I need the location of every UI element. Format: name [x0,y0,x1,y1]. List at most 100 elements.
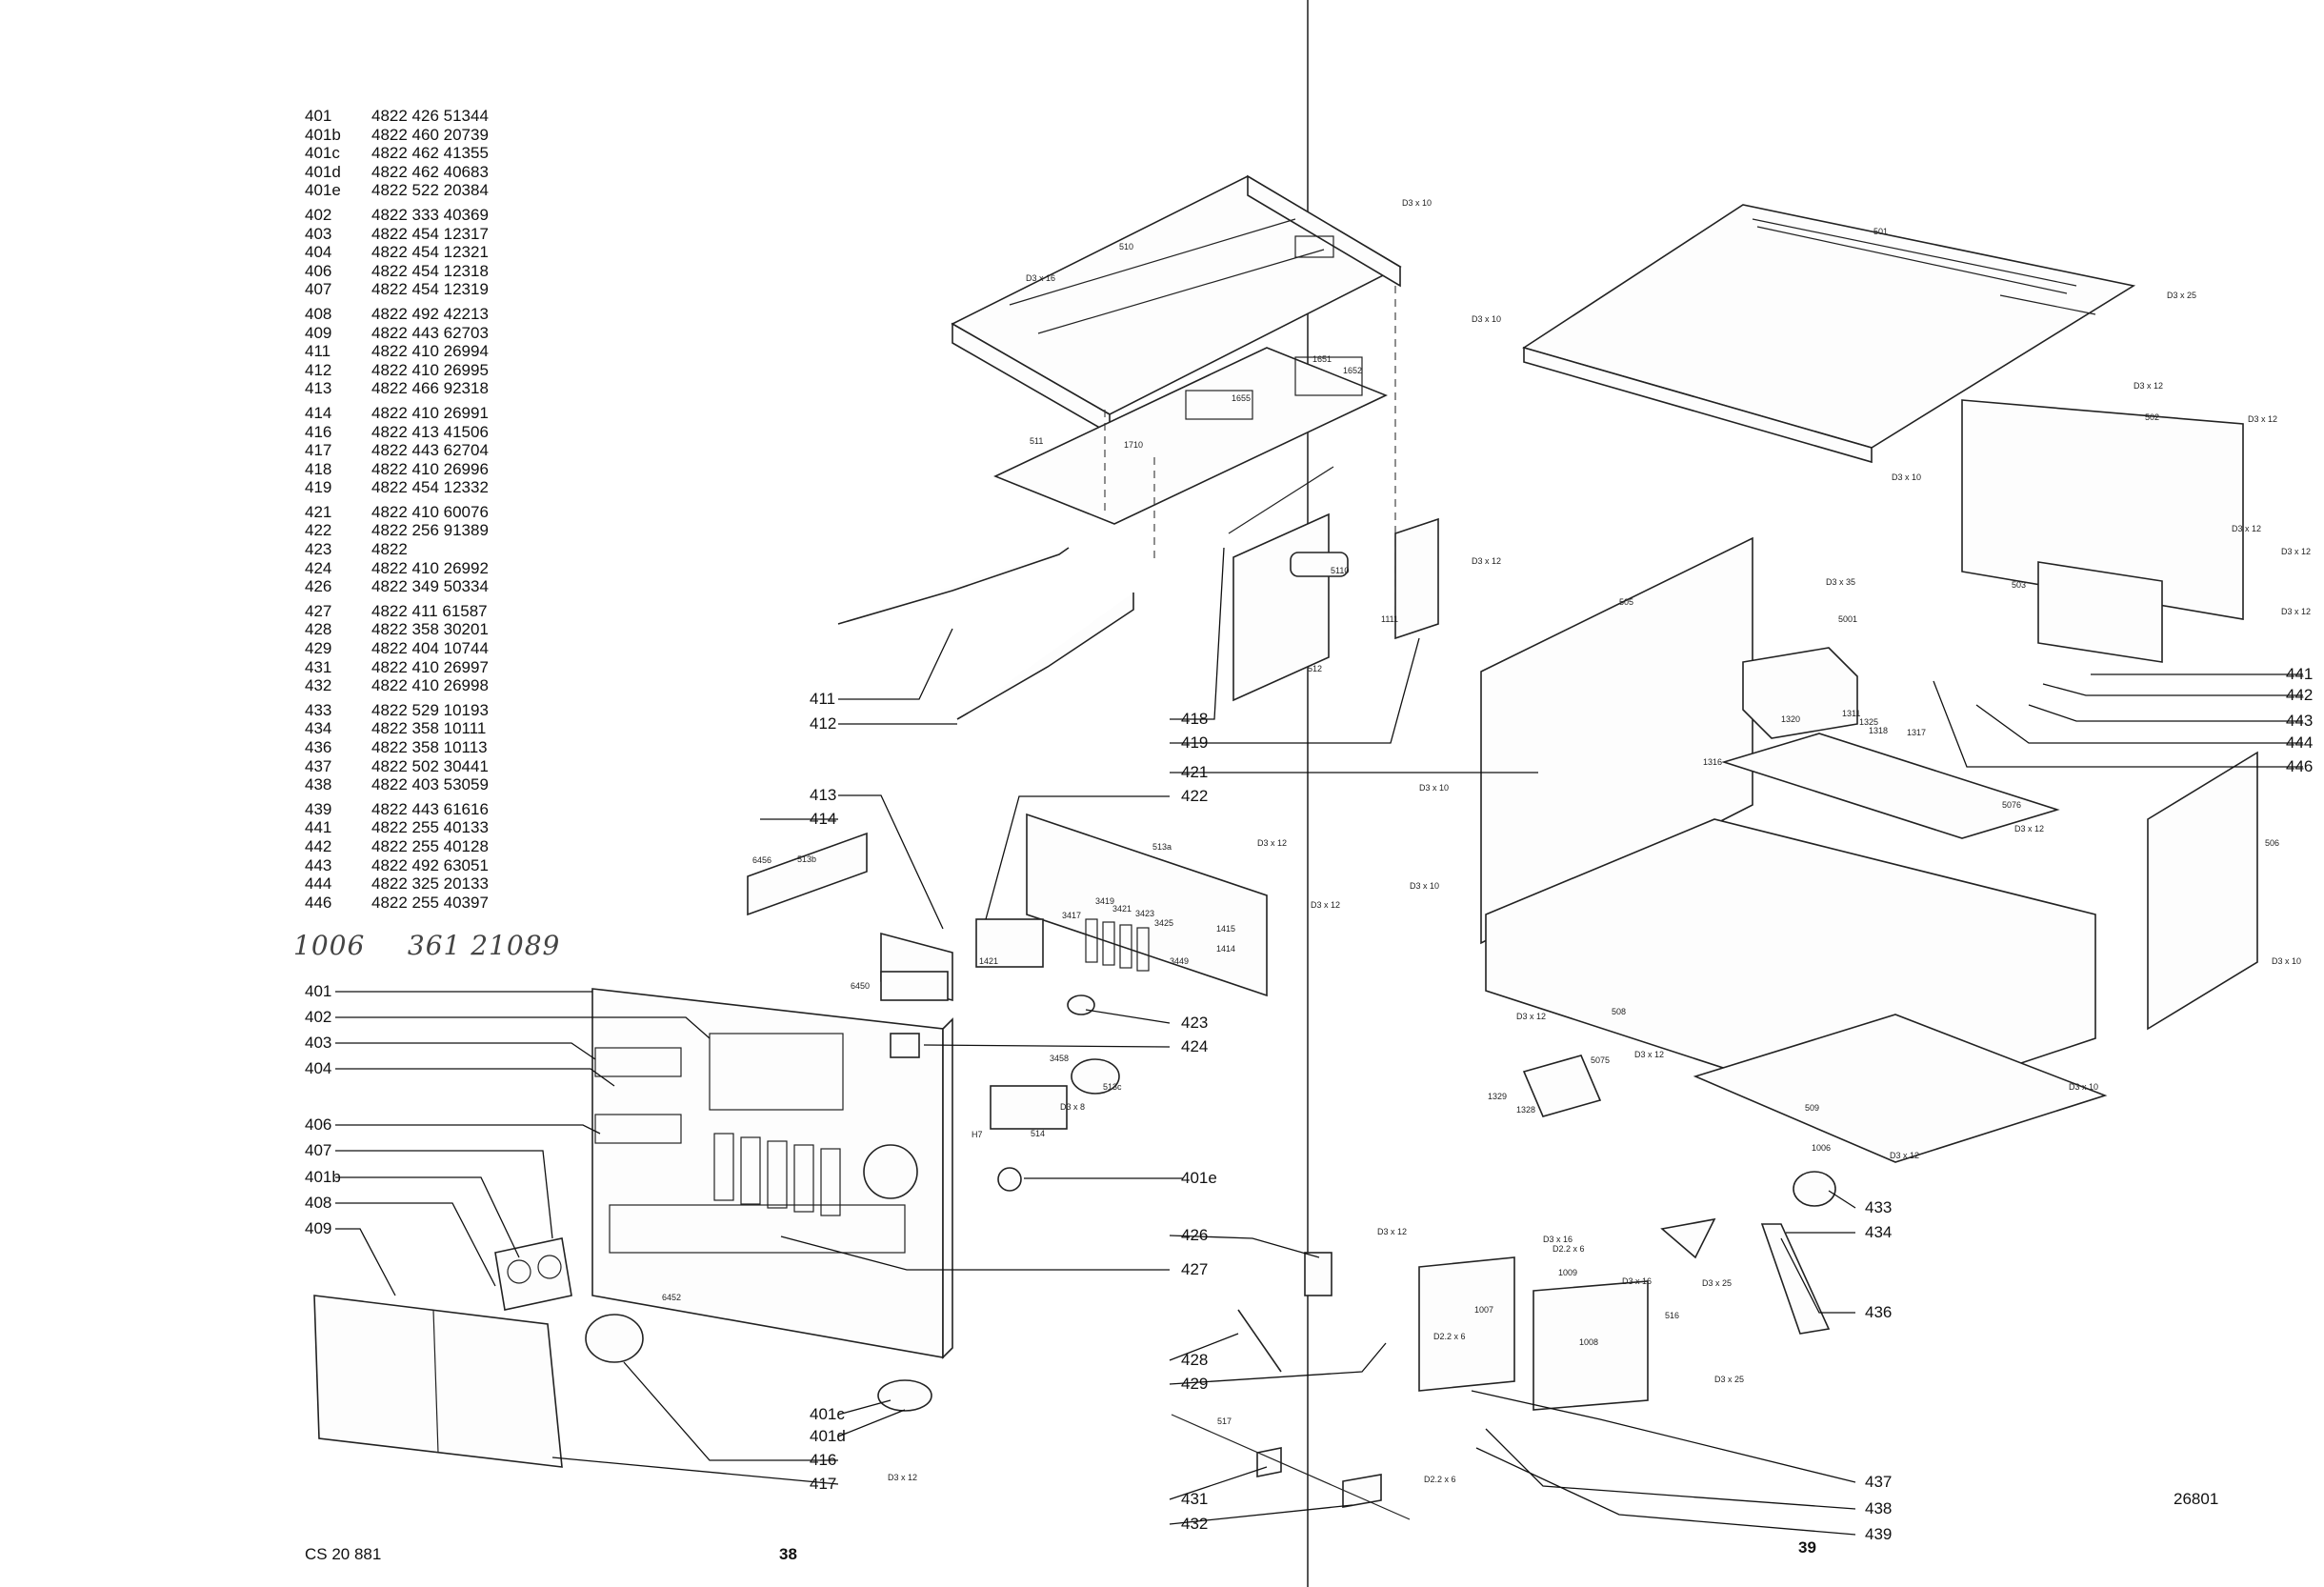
part-code: 4822 349 50334 [371,577,489,596]
screw-label: D2.2 x 6 [1433,1332,1466,1341]
part-code: 4822 255 40128 [371,836,489,855]
screw-label: D3 x 12 [2281,547,2312,556]
part-code: 4822 443 62704 [371,441,489,460]
part-number: 401d [305,162,341,181]
callout-401e: 401e [1181,1169,1217,1187]
rod-411 [837,547,1070,625]
parts-list-row: 426 4822 349 50334 [305,577,489,596]
callout-439: 439 [1865,1525,1893,1543]
part-label-511: 511 [1030,436,1044,446]
switch-426 [1304,1252,1332,1296]
screw-label: D3 x 10 [1402,198,1432,208]
screw-label: D3 x 16 [1026,273,1056,283]
side-panel-506 [2147,751,2258,1031]
part-code: 4822 [371,540,408,559]
pcb-514 [990,1085,1068,1130]
part-number: 427 [305,601,332,620]
part-label-513b: 513b [797,854,817,864]
part-code: 4822 358 10111 [371,719,487,738]
part-label-6452: 6452 [662,1293,682,1302]
speaker-grill-408 [494,1237,572,1311]
frame-510 [951,174,1402,435]
parts-list-row: 437 4822 502 30441 [305,757,489,776]
part-code: 4822 325 20133 [371,874,489,894]
screw-label: D3 x 12 [1311,900,1341,910]
part-code: 4822 454 12317 [371,224,489,243]
part-number: 407 [305,280,332,299]
part-label-512: 512 [1308,664,1323,673]
part-label-517: 517 [1217,1416,1232,1426]
part-number: 411 [305,342,331,361]
part-code: 4822 454 12318 [371,261,489,280]
part-number: 423 [305,540,332,559]
part-number: 437 [305,756,332,775]
part-label-h7: H7 [972,1130,983,1139]
lever-436 [1760,1223,1831,1335]
part-number: 431 [305,657,332,676]
callout-438: 438 [1865,1499,1893,1517]
part-label-501: 501 [1873,227,1889,236]
part-code: 4822 410 26998 [371,676,489,695]
callout-414: 414 [810,810,837,828]
part-number: 401c [305,144,340,163]
part-label-3458: 3458 [1050,1054,1070,1063]
handwritten-note: 1006 361 21089 [293,930,560,961]
part-number: 424 [305,558,332,577]
part-code: 4822 502 30441 [371,756,489,775]
screw-label: D3 x 10 [1892,472,1922,482]
part-number: 426 [305,577,332,596]
part-code: 4822 443 62703 [371,323,489,342]
callout-432: 432 [1181,1515,1209,1533]
lamp-6450 [880,971,949,1001]
screw-label: D3 x 12 [1472,556,1502,566]
callout-434: 434 [1865,1223,1893,1241]
part-code: 4822 426 51344 [371,107,489,125]
part-number: 422 [305,521,332,540]
foot-401c [877,1379,932,1412]
screw-label: D3 x 12 [2014,824,2045,834]
part-label-510: 510 [1119,242,1134,251]
bracket-516b [1533,1280,1649,1411]
part-number: 416 [305,422,332,441]
slider-431 [1256,1447,1282,1477]
part-label-3423: 3423 [1135,909,1155,918]
screw-label: D3 x 35 [1826,577,1856,587]
screw-label: D2.2 x 6 [1424,1475,1456,1484]
part-label-1655: 1655 [1232,393,1252,403]
motor-5110 [1290,552,1349,577]
part-number: 408 [305,304,332,323]
leader-lines [335,547,2303,1536]
callout-444: 444 [2286,733,2314,752]
part-label-1111: 1111 [1381,614,1399,624]
part-code: 4822 358 10113 [371,738,488,756]
part-label-1311: 1311 [1842,709,1861,718]
screw-label: D3 x 12 [1516,1012,1547,1021]
pcb-511-components [1185,356,1363,420]
part-label-509: 509 [1805,1103,1820,1113]
part-number: 419 [305,478,332,497]
part-code: 4822 404 10744 [371,639,489,658]
part-label-3425: 3425 [1154,918,1174,928]
part-label-5076: 5076 [2002,800,2022,810]
callout-423: 423 [1181,1014,1209,1032]
callout-413: 413 [810,786,837,804]
screw-label: D3 x 8 [1060,1102,1086,1112]
part-label-1320: 1320 [1781,714,1801,724]
part-number: 433 [305,700,332,719]
part-code: 4822 466 92318 [371,379,489,398]
part-label-513c: 513c [1103,1082,1122,1092]
callout-409: 409 [305,1219,332,1237]
